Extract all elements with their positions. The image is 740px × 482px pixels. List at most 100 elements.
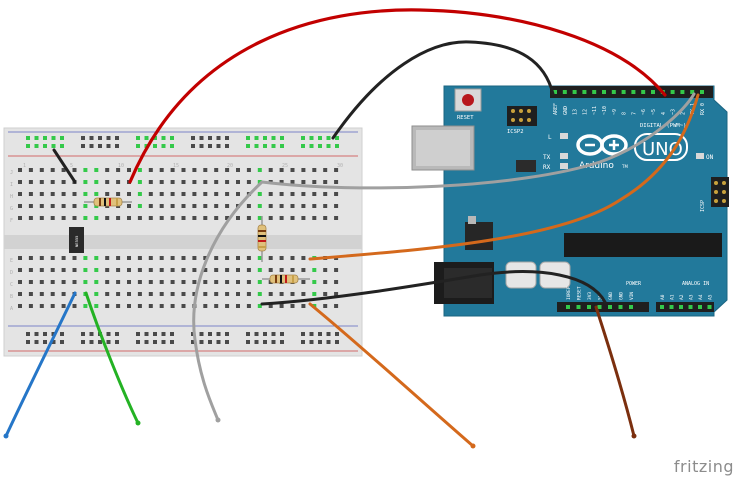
breadboard-hole[interactable] [279,168,284,172]
breadboard-hole[interactable] [159,256,164,260]
rail-hole[interactable] [199,144,204,148]
rail-hole[interactable] [271,144,276,148]
header-pin[interactable] [582,90,587,94]
breadboard-hole[interactable] [170,192,175,196]
rail-hole[interactable] [246,136,250,140]
breadboard-hole[interactable] [268,204,273,208]
breadboard-hole[interactable] [323,168,328,172]
breadboard-hole[interactable] [159,280,164,284]
rail-hole[interactable] [199,332,204,336]
rail-hole[interactable] [263,332,267,336]
breadboard-hole[interactable] [290,256,295,260]
power-pin[interactable] [587,305,591,309]
breadboard-hole[interactable] [257,216,262,220]
rail-hole[interactable] [161,332,166,336]
breadboard-hole[interactable] [105,180,110,184]
breadboard-hole[interactable] [50,280,55,284]
breadboard-hole[interactable] [18,292,22,296]
reset-button-cap[interactable] [462,94,474,106]
breadboard-hole[interactable] [72,280,77,284]
breadboard-hole[interactable] [203,168,208,172]
rail-hole[interactable] [263,136,267,140]
breadboard-hole[interactable] [137,168,142,172]
rail-hole[interactable] [246,144,250,148]
breadboard-hole[interactable] [148,216,153,220]
breadboard-hole[interactable] [83,204,88,208]
rail-hole[interactable] [309,144,314,148]
header-pin[interactable] [602,90,606,94]
breadboard-hole[interactable] [257,204,262,208]
rail-hole[interactable] [26,144,30,148]
breadboard-hole[interactable] [290,168,295,172]
rail-hole[interactable] [43,332,47,336]
rail-hole[interactable] [208,340,212,344]
breadboard-hole[interactable] [61,204,66,208]
breadboard-hole[interactable] [170,216,175,220]
rail-hole[interactable] [89,340,94,344]
breadboard-hole[interactable] [323,204,328,208]
breadboard-hole[interactable] [127,216,131,220]
rail-hole[interactable] [34,144,39,148]
breadboard-hole[interactable] [127,292,131,296]
rail-hole[interactable] [43,340,47,344]
rail-hole[interactable] [136,340,140,344]
breadboard-hole[interactable] [72,256,77,260]
rail-hole[interactable] [216,144,221,148]
breadboard-hole[interactable] [268,192,273,196]
breadboard-hole[interactable] [334,292,339,296]
breadboard-hole[interactable] [39,168,44,172]
rail-hole[interactable] [115,332,119,336]
breadboard-hole[interactable] [39,216,44,220]
breadboard-hole[interactable] [18,168,22,172]
breadboard-hole[interactable] [116,268,121,272]
breadboard-hole[interactable] [148,192,153,196]
header-pin[interactable] [621,90,626,94]
rail-hole[interactable] [216,332,221,336]
analog-pin[interactable] [688,305,693,309]
rail-hole[interactable] [161,144,166,148]
breadboard-hole[interactable] [203,280,208,284]
breadboard-hole[interactable] [268,292,273,296]
power-pin[interactable] [618,305,623,309]
breadboard-hole[interactable] [225,204,230,208]
rail-hole[interactable] [153,340,157,344]
rail-hole[interactable] [98,144,102,148]
breadboard-hole[interactable] [236,268,240,272]
rail-hole[interactable] [254,332,259,336]
breadboard-hole[interactable] [83,256,88,260]
breadboard-hole[interactable] [137,216,142,220]
rail-hole[interactable] [271,136,276,140]
breadboard-hole[interactable] [159,180,164,184]
breadboard-hole[interactable] [301,216,306,220]
breadboard-hole[interactable] [116,180,121,184]
breadboard-hole[interactable] [279,180,284,184]
breadboard-hole[interactable] [94,168,99,172]
rail-hole[interactable] [301,136,305,140]
wire-end-brown[interactable] [631,433,637,439]
breadboard-hole[interactable] [181,268,186,272]
breadboard-hole[interactable] [301,292,306,296]
breadboard-hole[interactable] [192,256,197,260]
wire-brown-probe[interactable] [594,305,636,438]
breadboard-hole[interactable] [61,256,66,260]
rail-hole[interactable] [280,340,284,344]
breadboard-hole[interactable] [127,192,131,196]
breadboard-hole[interactable] [148,280,153,284]
rail-hole[interactable] [318,144,322,148]
breadboard-hole[interactable] [127,168,131,172]
breadboard-hole[interactable] [50,216,55,220]
rail-hole[interactable] [60,144,64,148]
breadboard-hole[interactable] [94,256,99,260]
breadboard-hole[interactable] [127,304,131,308]
rail-hole[interactable] [144,136,149,140]
breadboard-hole[interactable] [61,192,66,196]
breadboard-hole[interactable] [301,304,306,308]
rail-hole[interactable] [191,136,195,140]
breadboard-hole[interactable] [192,268,197,272]
breadboard-hole[interactable] [246,292,251,296]
breadboard-hole[interactable] [105,304,110,308]
breadboard-hole[interactable] [236,192,240,196]
breadboard-hole[interactable] [225,192,230,196]
rail-hole[interactable] [161,136,166,140]
rail-hole[interactable] [208,332,212,336]
